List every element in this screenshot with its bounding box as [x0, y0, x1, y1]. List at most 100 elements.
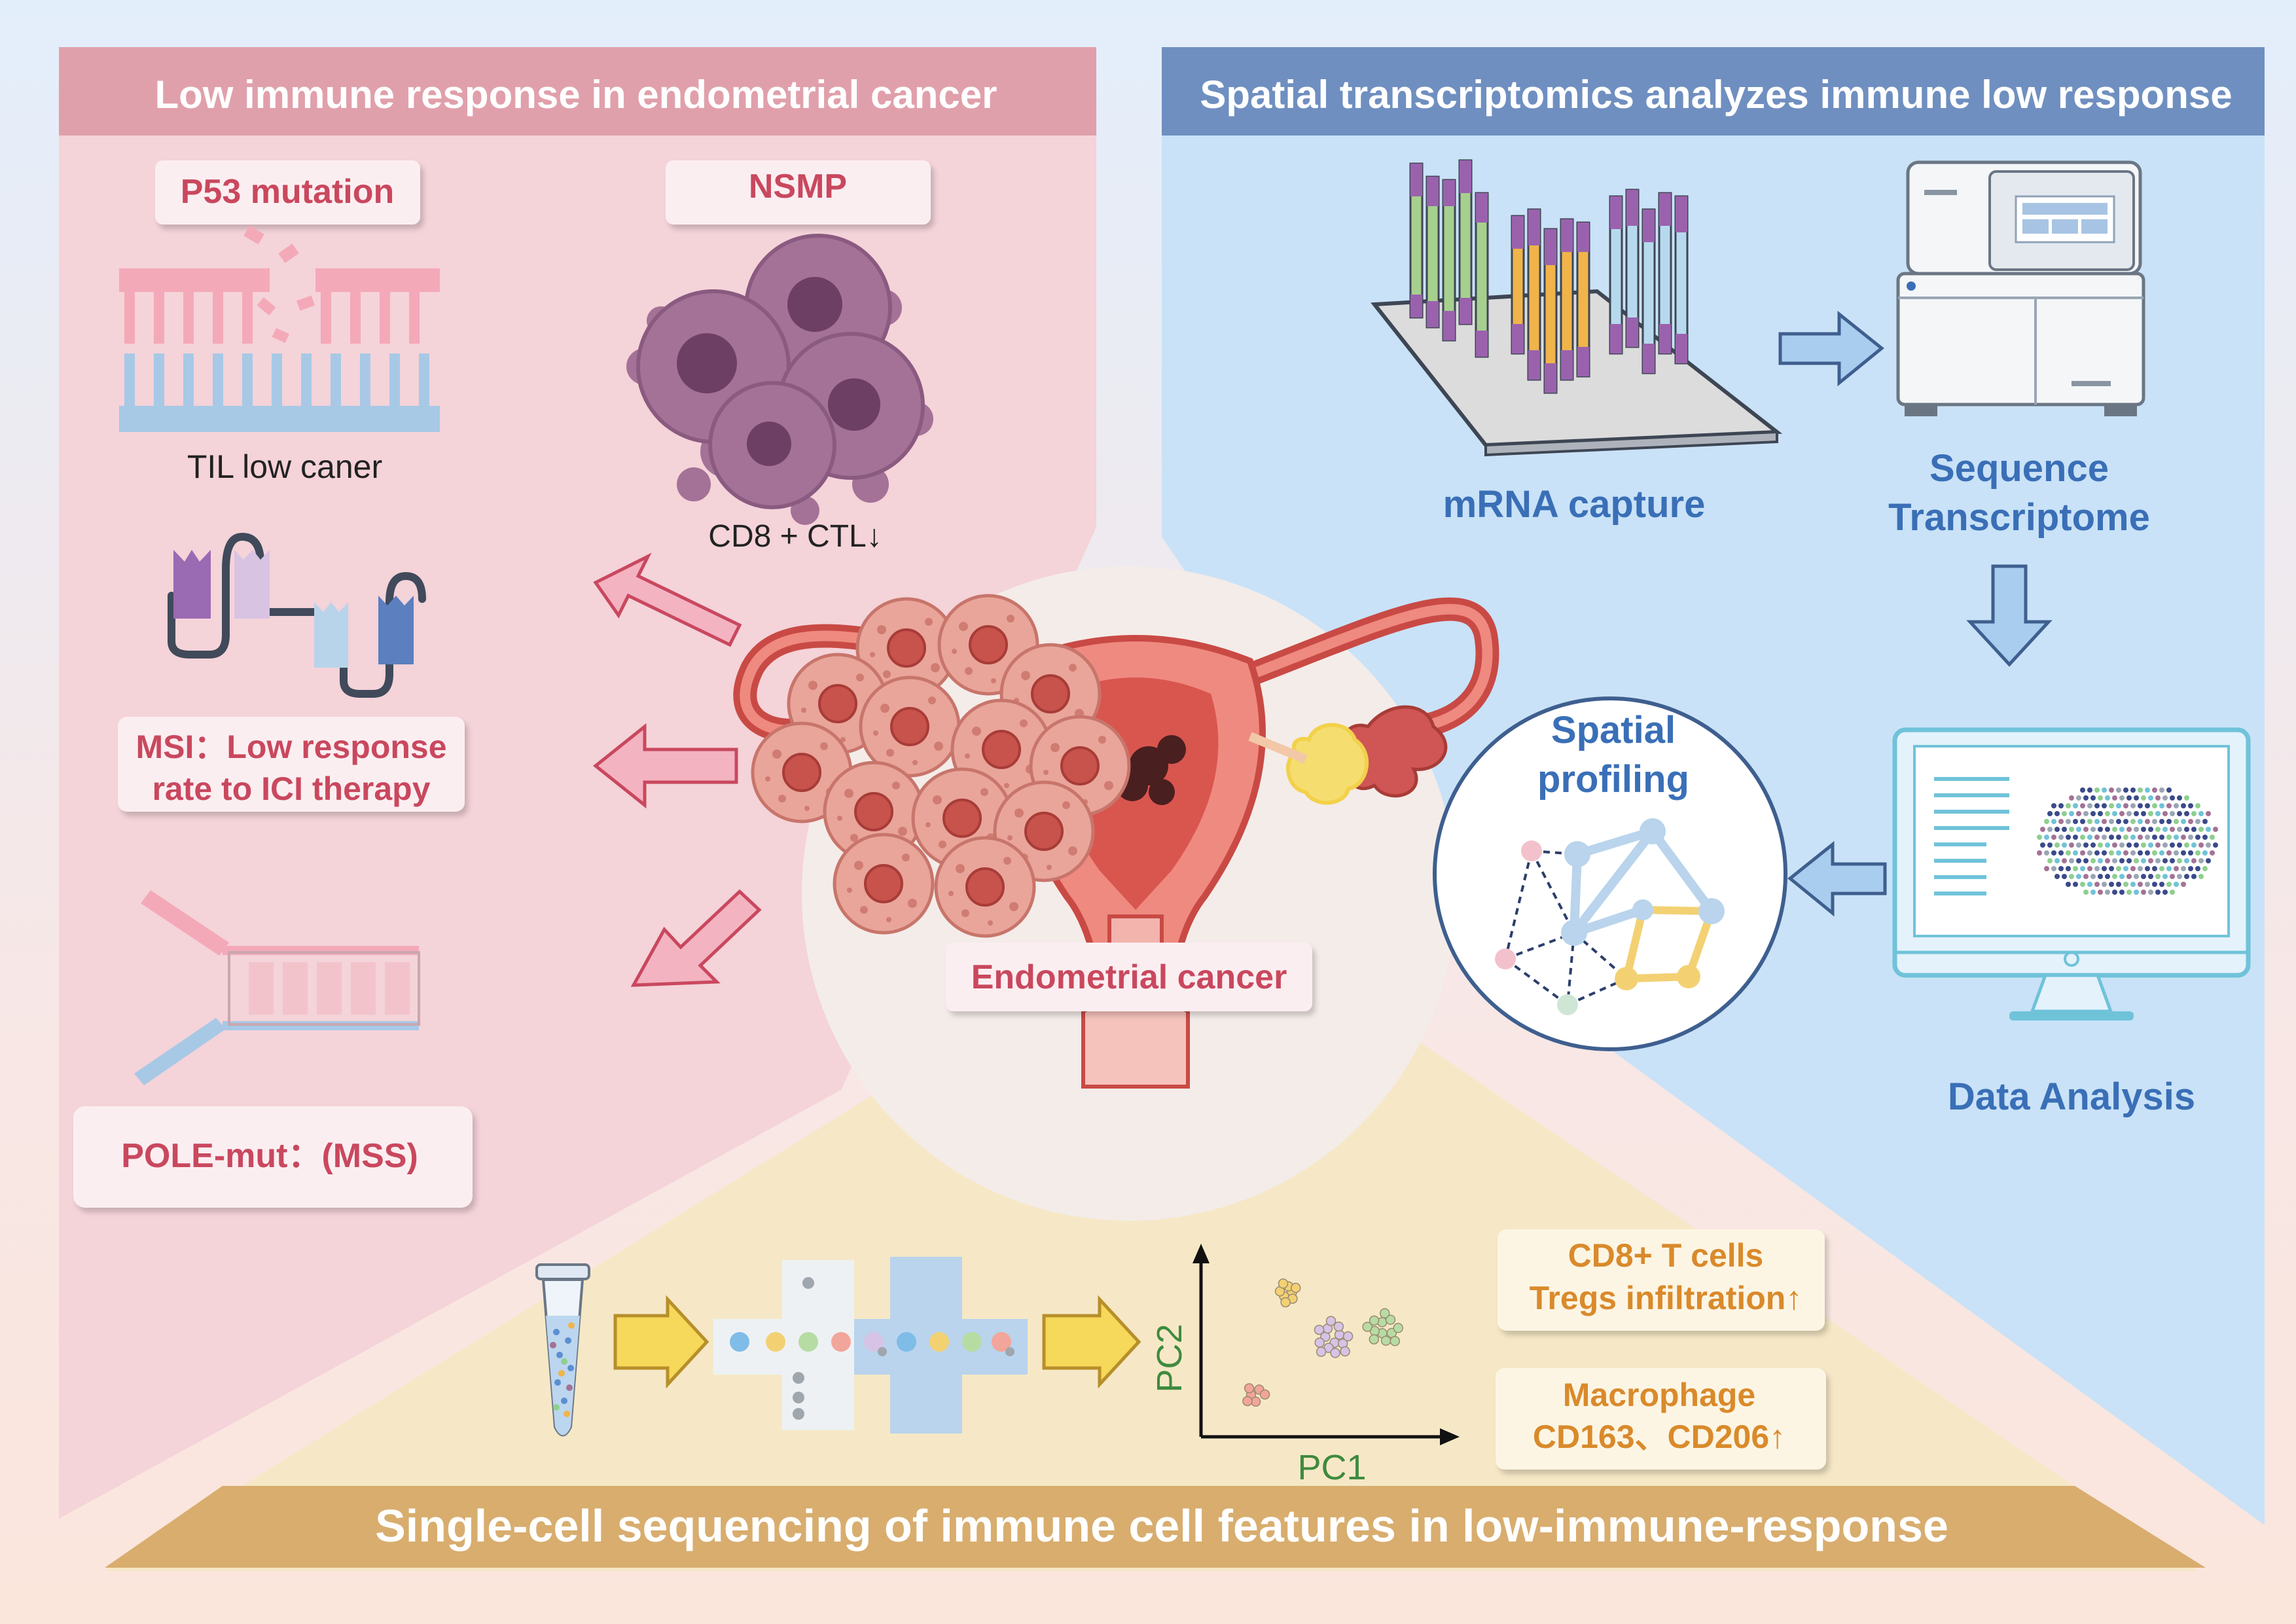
spatial-spot [2116, 835, 2121, 840]
spatial-spot [2166, 882, 2172, 887]
spatial-spot [2058, 835, 2064, 840]
spatial-spot [2047, 811, 2053, 816]
spatial-spot [2166, 866, 2172, 871]
spatial-spot [2174, 803, 2179, 808]
spatial-spot [2126, 827, 2132, 832]
spatial-spot [2090, 890, 2096, 895]
spatial-spot [2130, 882, 2136, 887]
spatial-spot [2177, 795, 2182, 801]
spatial-spot [2181, 882, 2186, 887]
spatial-spot [2076, 795, 2081, 801]
spatial-spot [2181, 866, 2186, 871]
spatial-spot [2138, 866, 2143, 871]
spatial-spot [2155, 874, 2161, 879]
spatial-spot [2047, 858, 2053, 863]
spatial-spot [2206, 811, 2211, 816]
spatial-spot [2195, 835, 2200, 840]
spatial-spot [2202, 850, 2208, 856]
spatial-spot [2191, 811, 2197, 816]
spatial-spot [2148, 874, 2153, 879]
spatial-spot [2155, 811, 2161, 816]
spatial-spot [2141, 811, 2146, 816]
spatial-spot [2174, 882, 2179, 887]
spatial-spot [2047, 827, 2053, 832]
spatial-spot [2073, 850, 2078, 856]
spatial-spot [2141, 890, 2146, 895]
spatial-spot [2098, 890, 2103, 895]
spatial-spot [2112, 811, 2117, 816]
spatial-spot [2188, 835, 2193, 840]
spatial-spot [2174, 850, 2179, 856]
spatial-spot [2184, 811, 2189, 816]
spatial-spot [2044, 866, 2049, 871]
spatial-label-line2: profiling [1537, 758, 1689, 801]
spatial-spot [2098, 858, 2103, 863]
spatial-spot [2073, 835, 2078, 840]
spatial-spot [2105, 795, 2110, 801]
spatial-spot [2076, 842, 2081, 848]
spatial-spot [2152, 787, 2157, 793]
spatial-spot [2054, 827, 2060, 832]
spatial-spot [2148, 795, 2153, 801]
spatial-spot [2198, 827, 2204, 832]
sequence-label-line2: Transcriptome [1888, 496, 2150, 539]
p53-label: P53 mutation [181, 173, 395, 211]
spatial-spot [2066, 835, 2071, 840]
data-analysis-label: Data Analysis [1948, 1075, 2195, 1118]
spatial-spot [2076, 874, 2081, 879]
spatial-spot [2198, 874, 2204, 879]
spatial-spot [2148, 842, 2153, 848]
spatial-spot [2159, 882, 2164, 887]
spatial-spot [2191, 842, 2197, 848]
spatial-spot [2191, 858, 2197, 863]
spatial-spot [2162, 858, 2168, 863]
spatial-spot [2112, 842, 2117, 848]
spatial-spot [2105, 811, 2110, 816]
p53-label-box [155, 160, 420, 225]
pca-point [1325, 1316, 1336, 1326]
spatial-spot [2080, 787, 2085, 793]
spatial-spot [2148, 858, 2153, 863]
spatial-spot [2177, 874, 2182, 879]
spatial-spot [2087, 850, 2092, 856]
spatial-spot [2090, 827, 2096, 832]
spatial-spot [2080, 882, 2085, 887]
mrna-capture-slide-icon [1371, 159, 1783, 457]
spatial-spot [2083, 827, 2089, 832]
left-panel-header [59, 47, 1096, 135]
spatial-spot [2098, 842, 2103, 848]
spatial-spot [2090, 874, 2096, 879]
pole-label: POLE-mut：(MSS) [121, 1137, 418, 1175]
spatial-spot [2119, 890, 2125, 895]
spatial-spot [2152, 850, 2157, 856]
spatial-spot [2109, 866, 2114, 871]
spatial-spot [2073, 866, 2078, 871]
spatial-spot [2109, 819, 2114, 824]
spatial-spot [2073, 882, 2078, 887]
arrow-to-nsmp-icon [593, 552, 742, 647]
spatial-spot [2066, 803, 2071, 808]
spatial-spot [2202, 866, 2208, 871]
spatial-spot [2119, 842, 2125, 848]
spatial-spot [2159, 787, 2164, 793]
network-graph-icon [1495, 818, 1725, 1015]
spatial-spot [2087, 835, 2092, 840]
spatial-spot [2123, 803, 2128, 808]
spatial-spot [2054, 874, 2060, 879]
spatial-spot [2166, 803, 2172, 808]
spatial-spot [2109, 803, 2114, 808]
spatial-spot [2195, 866, 2200, 871]
spatial-spot [2210, 850, 2215, 856]
spatial-spot [2066, 819, 2071, 824]
spatial-spot [2090, 858, 2096, 863]
spatial-spot [2083, 811, 2089, 816]
spatial-spot [2191, 874, 2197, 879]
pca-point [1342, 1331, 1354, 1342]
nsmp-label: NSMP [749, 168, 847, 206]
spatial-spot [2188, 866, 2193, 871]
spatial-spot [2119, 795, 2125, 801]
spatial-spot [2054, 842, 2060, 848]
cd8-result-line2: Tregs infiltration↑ [1530, 1280, 1803, 1316]
spatial-spot [2152, 866, 2157, 871]
spatial-spot [2076, 811, 2081, 816]
